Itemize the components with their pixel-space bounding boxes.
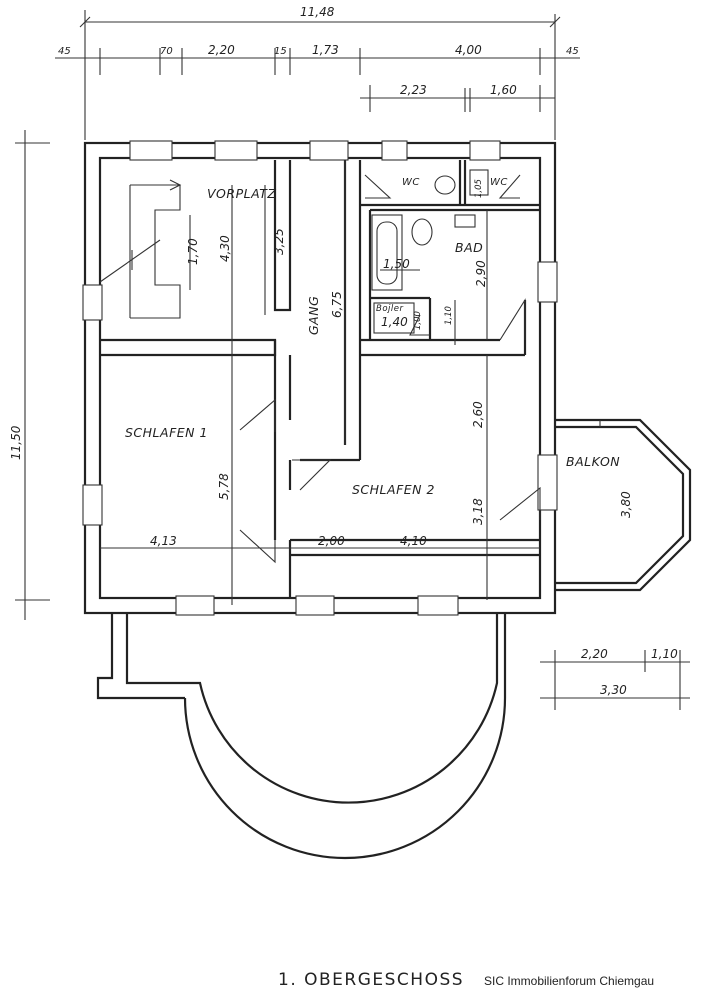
dim-100: 1,00 [413, 311, 423, 330]
doors [239, 174, 541, 564]
dim-right-330: 3,30 [600, 683, 627, 697]
dim-318: 3,18 [471, 498, 485, 525]
dim-430: 4,30 [218, 235, 232, 262]
dim-right-220: 2,20 [581, 647, 608, 661]
dim-140: 1,40 [381, 315, 408, 329]
windows [82, 140, 558, 616]
dim-top-220: 2,20 [208, 43, 235, 57]
dim-total-width: 11,48 [300, 5, 335, 19]
room-wc-1: WC [402, 177, 420, 188]
plan-title: 1. OBERGESCHOSS [278, 970, 464, 990]
dim-150: 1,50 [383, 257, 410, 271]
dim-top-45-right: 45 [566, 46, 579, 57]
dim-410: 4,10 [400, 534, 427, 548]
dim-578: 5,78 [217, 473, 231, 500]
dim-200: 2,00 [318, 534, 345, 548]
balkon-right [555, 418, 692, 592]
room-vorplatz: VORPLATZ [207, 186, 276, 201]
room-wc-2: WC [490, 177, 508, 188]
staircase [99, 179, 182, 319]
top-dimensions [55, 10, 580, 140]
dim-total-height: 11,50 [9, 425, 23, 460]
terrace-bottom [96, 613, 507, 860]
dim-top-70: 70 [160, 46, 173, 57]
room-balkon: BALKON [566, 454, 620, 469]
credit-text: SIC Immobilienforum Chiemgau [484, 974, 654, 988]
dim-top-45-left: 45 [58, 46, 71, 57]
dim-105: 1,05 [474, 179, 484, 198]
dim-170: 1,70 [186, 238, 200, 265]
left-dimension [15, 130, 50, 620]
dim-right-110: 1,10 [651, 647, 678, 661]
dim-top-173: 1,73 [312, 43, 339, 57]
room-bojler: Bojler [376, 304, 403, 314]
dim-110: 1,10 [444, 306, 454, 325]
dim-380: 3,80 [619, 491, 633, 518]
dim-290: 2,90 [474, 260, 488, 287]
right-dimensions [540, 650, 690, 710]
dim-413: 4,13 [150, 534, 177, 548]
dim-sub-223: 2,23 [400, 83, 427, 97]
bath-fixtures [371, 169, 489, 334]
dim-top-400: 4,00 [455, 43, 482, 57]
interior-walls [100, 160, 540, 598]
inner-dim-lines [100, 160, 540, 605]
dim-260: 2,60 [471, 401, 485, 428]
dim-675: 6,75 [330, 291, 344, 318]
room-bad: BAD [455, 240, 483, 255]
room-schlafen-2: SCHLAFEN 2 [352, 482, 435, 497]
dim-top-15: 15 [274, 46, 287, 57]
dim-sub-160: 1,60 [490, 83, 517, 97]
room-schlafen-1: SCHLAFEN 1 [125, 425, 208, 440]
dim-325: 3,25 [272, 228, 286, 255]
room-gang: GANG [306, 296, 321, 335]
